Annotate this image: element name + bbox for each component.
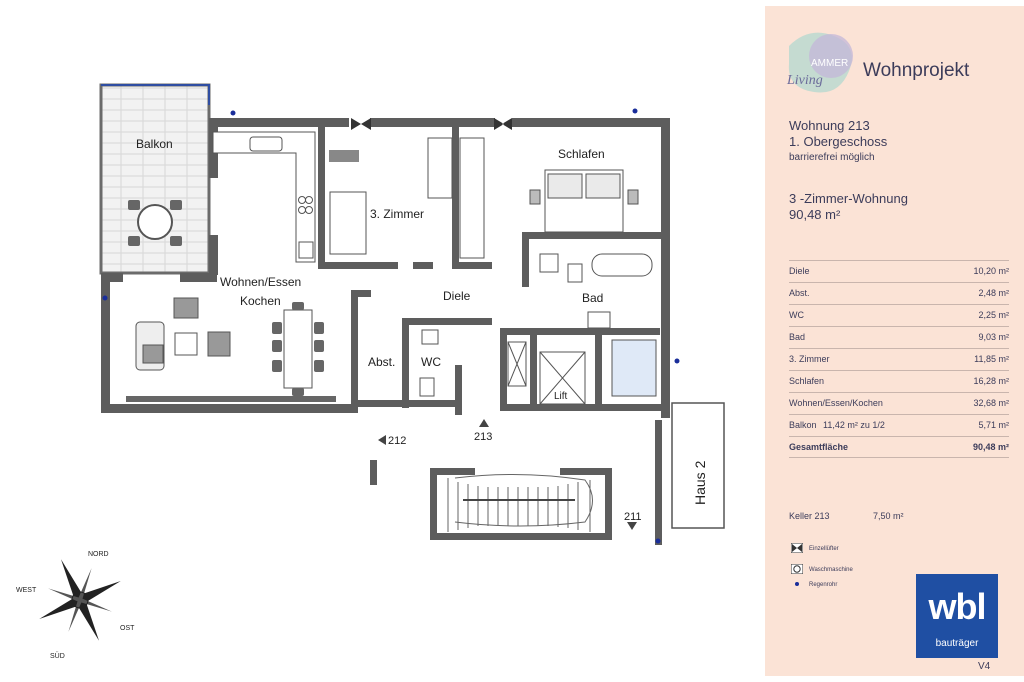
window-markers bbox=[351, 118, 512, 130]
wc-fixtures bbox=[419, 329, 439, 397]
washing-machine-icon bbox=[791, 564, 803, 574]
area-name: Bad bbox=[789, 332, 806, 342]
downpipe-icon bbox=[795, 582, 799, 586]
area-row: WC 2,25 m² bbox=[789, 304, 1009, 325]
keller-name: Keller 213 bbox=[789, 511, 830, 521]
wardrobes bbox=[427, 137, 485, 259]
area-name: Diele bbox=[789, 266, 810, 276]
balcony-floor bbox=[99, 83, 211, 275]
area-value: 5,71 m² bbox=[978, 420, 1009, 430]
unit-marker-212: 212 bbox=[388, 435, 406, 447]
legend-label: Regenrohr bbox=[809, 582, 838, 588]
area-value: 11,85 m² bbox=[974, 354, 1009, 364]
unit-number: Wohnung 213 bbox=[789, 118, 870, 133]
apartment-type: 3 -Zimmer-Wohnung bbox=[789, 191, 908, 206]
area-value: 10,20 m² bbox=[973, 266, 1009, 276]
armchair bbox=[173, 297, 199, 319]
haus2-block bbox=[671, 402, 725, 529]
area-note: 11,42 m² zu 1/2 bbox=[823, 420, 885, 430]
area-total-value: 90,48 m² bbox=[972, 442, 1009, 452]
floor-plan: Balkon Wohnen/Essen Kochen 3. Zimmer Sch… bbox=[16, 83, 725, 660]
legend-item: Waschmaschine bbox=[791, 564, 853, 574]
room-label-schlafen: Schlafen bbox=[558, 147, 605, 161]
area-value: 32,68 m² bbox=[973, 398, 1009, 408]
window-door-icon bbox=[791, 543, 803, 553]
dining-table bbox=[272, 302, 324, 396]
compass-rose: NORD WEST OST SÜD bbox=[16, 551, 135, 660]
area-row: 3. Zimmer 11,85 m² bbox=[789, 348, 1009, 369]
double-bed bbox=[529, 169, 639, 233]
wbl-logo: wbl bauträger bbox=[916, 574, 998, 658]
area-value: 2,48 m² bbox=[978, 288, 1009, 298]
room-label-balkon: Balkon bbox=[136, 137, 173, 151]
legend-label: Waschmaschine bbox=[809, 567, 853, 573]
area-value: 9,03 m² bbox=[978, 332, 1009, 342]
apartment-total-area: 90,48 m² bbox=[789, 207, 841, 222]
area-name: Balkon bbox=[789, 420, 817, 430]
logo-word-ammer: AMMER bbox=[811, 58, 848, 69]
kitchen bbox=[212, 131, 316, 263]
area-name: Abst. bbox=[789, 288, 810, 298]
keller-value: 7,50 m² bbox=[873, 511, 904, 521]
room-label-lift: Lift bbox=[554, 391, 568, 402]
staircase bbox=[447, 473, 593, 532]
bed-single bbox=[329, 191, 367, 255]
sofa bbox=[135, 321, 165, 371]
compass-south: SÜD bbox=[50, 652, 65, 660]
version-label: V4 bbox=[978, 661, 991, 672]
compass-north: NORD bbox=[88, 551, 109, 558]
area-total-name: Gesamtfläche bbox=[789, 442, 849, 452]
ammer-living-logo: AMMER Living bbox=[786, 32, 853, 93]
coffee-table bbox=[174, 332, 198, 356]
info-panel: AMMER Living Wohnprojekt Wohnung 213 1. … bbox=[765, 6, 1024, 676]
floor-label: 1. Obergeschoss bbox=[789, 134, 888, 149]
area-name: Schlafen bbox=[789, 376, 825, 386]
legend-item: Regenrohr bbox=[795, 582, 838, 588]
lift-shaft bbox=[507, 341, 586, 405]
unit-markers: 212 213 211 bbox=[378, 419, 642, 530]
area-name: Wohnen/Essen/Kochen bbox=[789, 398, 883, 408]
wbl-logo-subtitle: bauträger bbox=[935, 638, 979, 649]
compass-east: OST bbox=[120, 625, 135, 632]
room-label-abst: Abst. bbox=[368, 355, 395, 369]
area-row: Balkon 11,42 m² zu 1/2 5,71 m² bbox=[789, 414, 1009, 435]
room-label-wohnen: Wohnen/Essen bbox=[220, 275, 301, 289]
tv-unit bbox=[126, 396, 336, 402]
legend-item: Einzellüfter bbox=[791, 543, 839, 553]
project-title: Wohnprojekt bbox=[863, 60, 970, 81]
area-name: 3. Zimmer bbox=[789, 354, 830, 364]
downpipe-dots bbox=[102, 108, 680, 544]
logo-word-living: Living bbox=[786, 73, 823, 88]
room-label-diele: Diele bbox=[443, 289, 471, 303]
room-label-kochen: Kochen bbox=[240, 294, 281, 308]
compass-west: WEST bbox=[16, 587, 37, 594]
area-row: Abst. 2,48 m² bbox=[789, 282, 1009, 303]
room-label-wc: WC bbox=[421, 355, 441, 369]
balcony-table bbox=[128, 200, 182, 246]
area-row: Diele 10,20 m² bbox=[789, 260, 1009, 281]
armchair bbox=[207, 331, 231, 357]
area-value: 2,25 m² bbox=[978, 310, 1009, 320]
area-name: WC bbox=[789, 310, 804, 320]
wbl-logo-text: wbl bbox=[928, 586, 987, 627]
room-label-bad: Bad bbox=[582, 291, 603, 305]
area-row: Bad 9,03 m² bbox=[789, 326, 1009, 347]
area-row: Schlafen 16,28 m² bbox=[789, 370, 1009, 391]
area-value: 16,28 m² bbox=[973, 376, 1009, 386]
unit-marker-213: 213 bbox=[474, 431, 492, 443]
area-total-row: Gesamtfläche 90,48 m² bbox=[789, 436, 1009, 458]
accessibility-label: barrierefrei möglich bbox=[789, 152, 875, 163]
walls bbox=[101, 118, 670, 545]
building-label-haus2: Haus 2 bbox=[692, 460, 708, 505]
desk bbox=[329, 150, 359, 162]
bathroom-fixtures bbox=[539, 253, 657, 397]
room-label-zimmer3: 3. Zimmer bbox=[370, 207, 424, 221]
unit-marker-211: 211 bbox=[624, 511, 642, 523]
area-row: Wohnen/Essen/Kochen 32,68 m² bbox=[789, 392, 1009, 413]
legend-label: Einzellüfter bbox=[809, 546, 839, 552]
